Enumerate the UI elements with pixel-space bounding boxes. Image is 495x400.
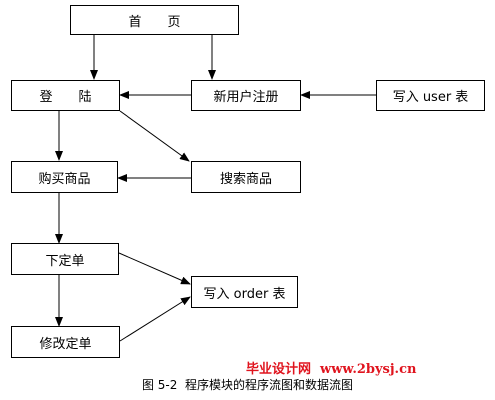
edge-modify-to-write-order: [119, 296, 191, 342]
edge-order-to-write-order: [118, 252, 191, 285]
edge-login-to-search: [119, 110, 190, 162]
node-register: 新用户注册: [191, 80, 301, 111]
node-modify-order: 修改定单: [11, 326, 120, 358]
node-search-product: 搜索商品: [191, 161, 301, 193]
watermark-text: 毕业设计网 www.2bysj.cn: [246, 362, 417, 377]
node-home: 首 页: [70, 5, 239, 35]
node-login: 登 陆: [11, 80, 120, 111]
node-place-order: 下定单: [11, 243, 119, 275]
node-buy-product: 购买商品: [11, 161, 118, 193]
figure-caption: 图 5-2 程序模块的程序流图和数据流图: [141, 378, 354, 392]
node-write-order-table: 写入 order 表: [191, 276, 298, 308]
node-write-user-table: 写入 user 表: [376, 80, 485, 111]
